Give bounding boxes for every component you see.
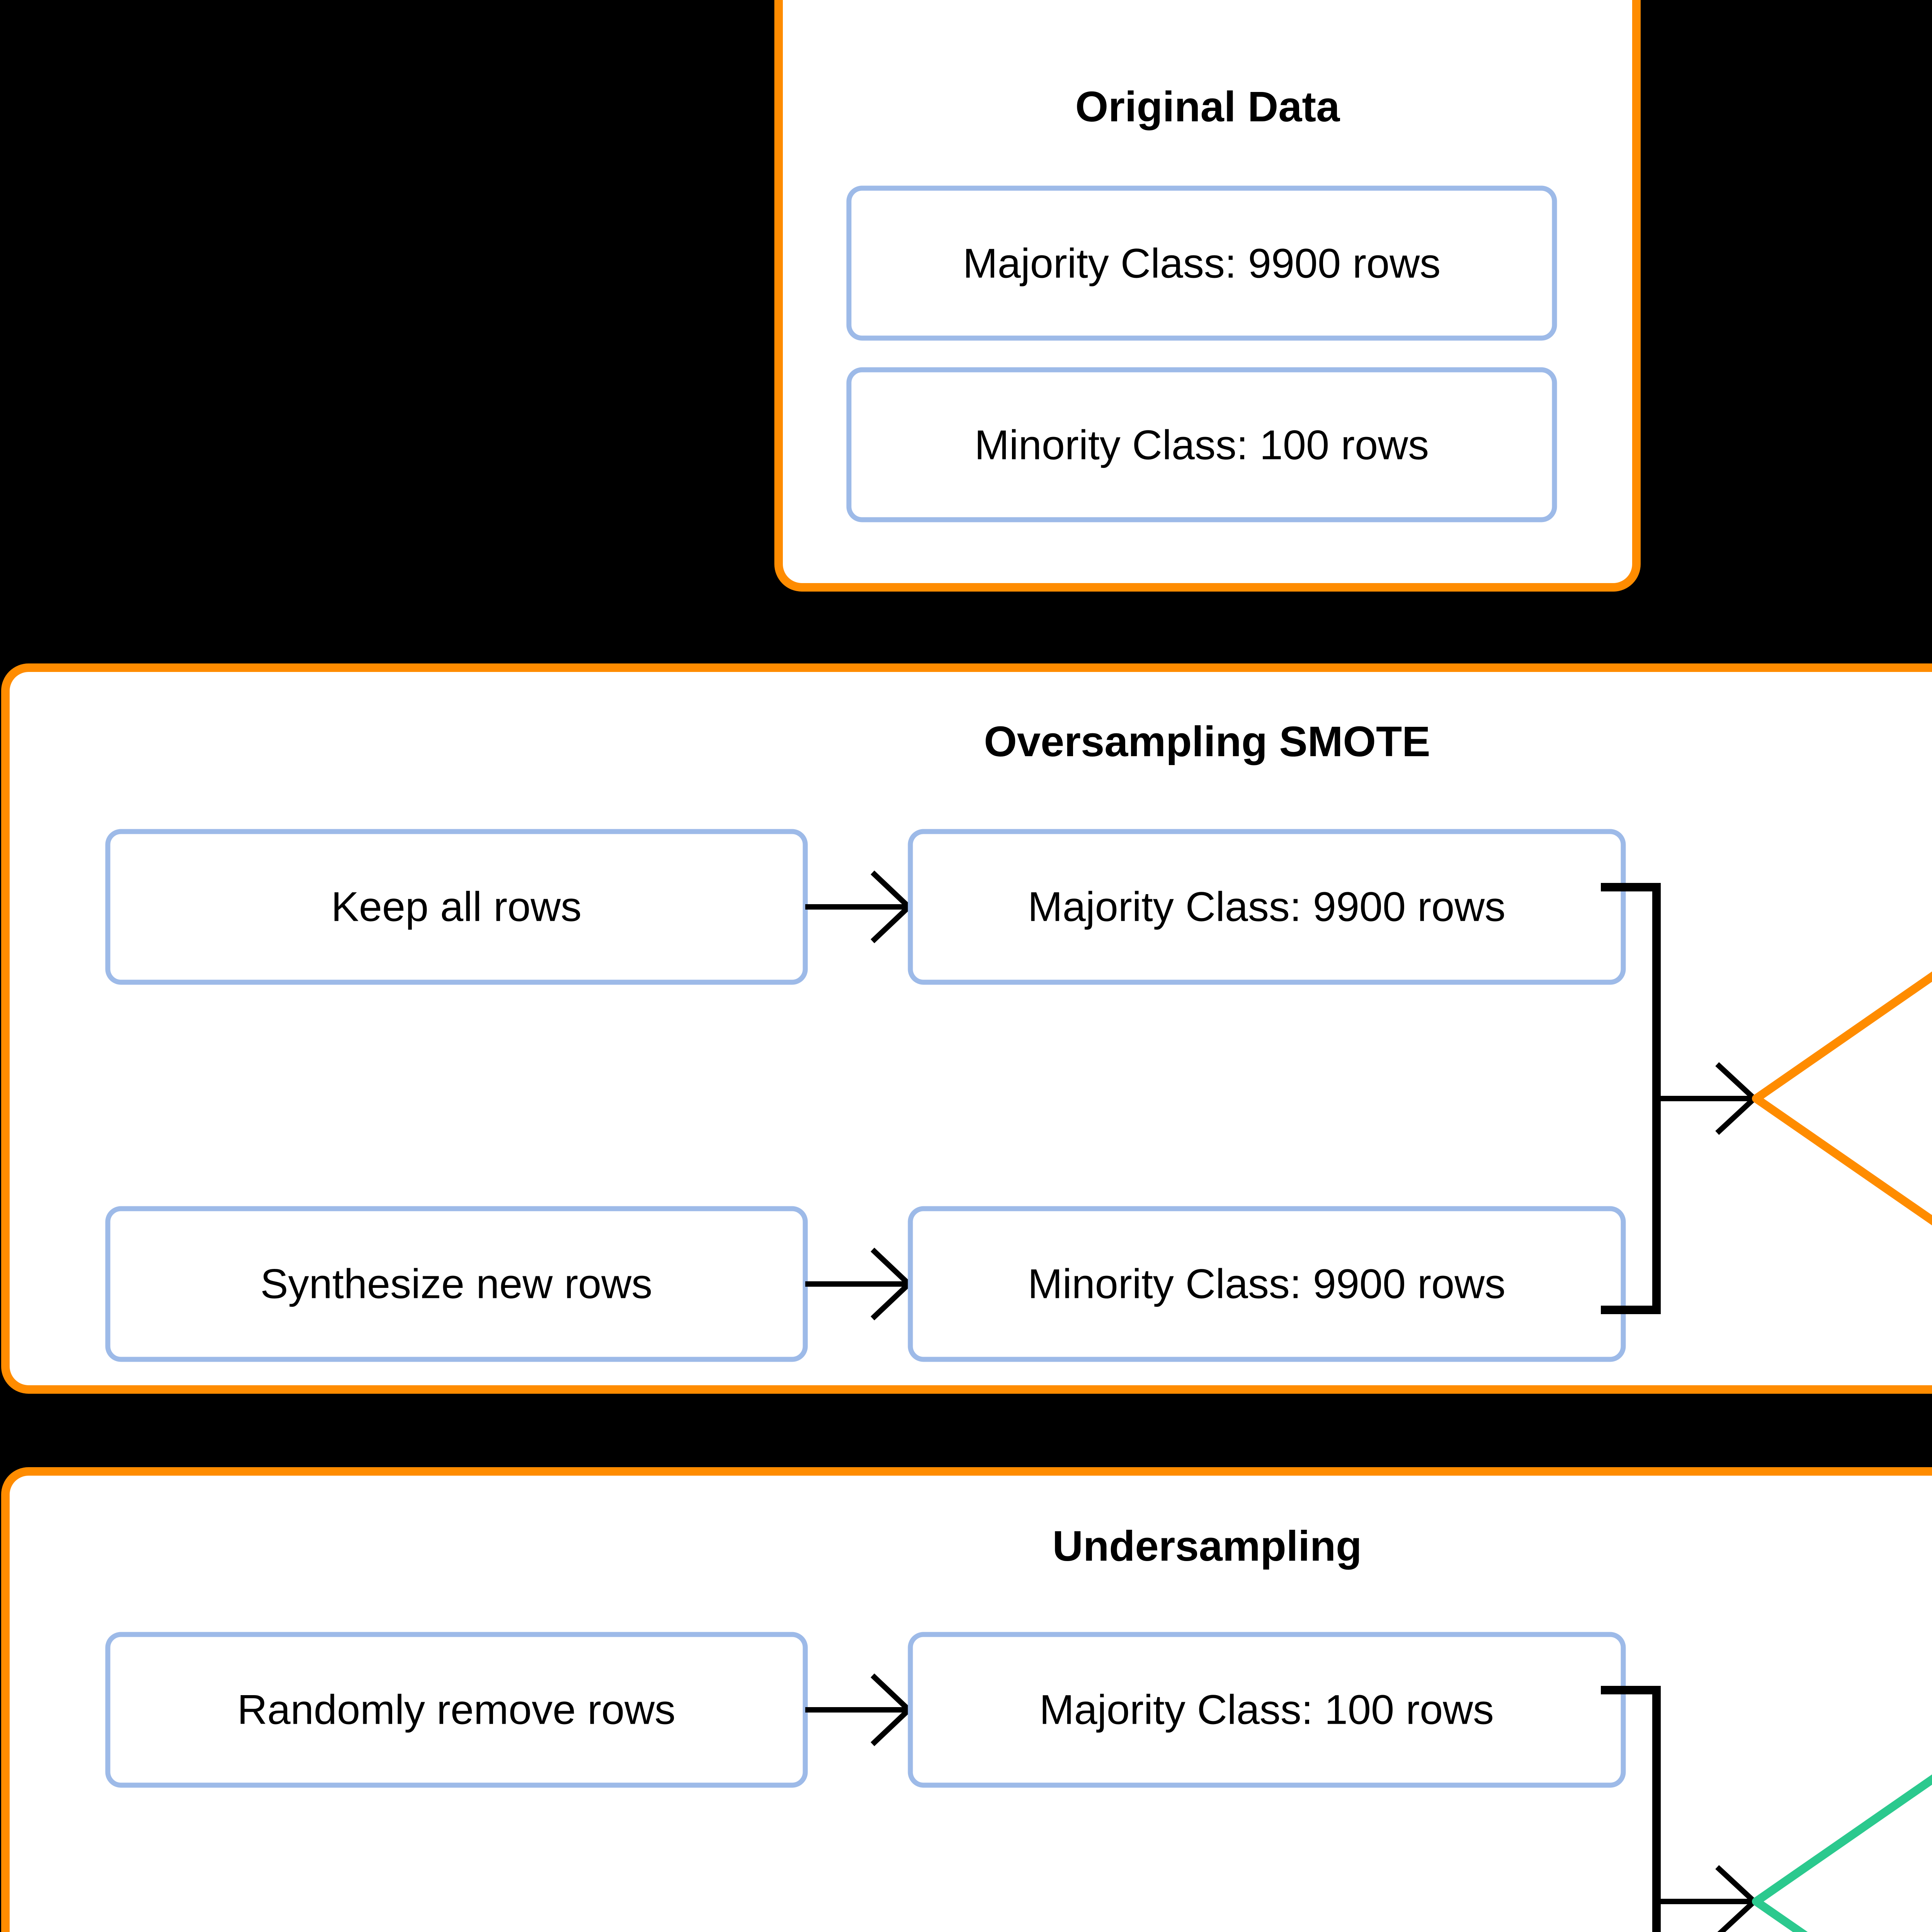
box-undersampling-action-1-label: Randomly remove rows xyxy=(237,1686,675,1733)
box-oversampling-result-2-border[interactable] xyxy=(908,1206,1626,1362)
box-oversampling-action-2-label: Synthesize new rows xyxy=(260,1260,652,1307)
box-oversampling-action-1-label: Keep all rows xyxy=(331,883,582,930)
panel-original-data: Original Data Majority Class: 9900 rows … xyxy=(774,0,1641,592)
box-orig-majority-background xyxy=(849,188,1554,338)
box-oversampling-result-1-border[interactable] xyxy=(908,829,1626,985)
box-oversampling-result-1-background xyxy=(910,832,1623,982)
box-undersampling-result-1-background xyxy=(910,1634,1623,1785)
panel-original-data-border xyxy=(774,0,1641,592)
panel-original-data-title: Original Data xyxy=(1075,83,1340,131)
diamond-oversampling-outcome[interactable] xyxy=(1752,898,1932,1298)
box-orig-minority-background xyxy=(849,370,1554,520)
box-orig-majority-border[interactable] xyxy=(846,185,1557,341)
box-oversampling-result-2-background xyxy=(910,1209,1623,1359)
box-orig-minority-border[interactable] xyxy=(846,367,1557,522)
panel-oversampling-border xyxy=(1,663,1932,1394)
box-oversampling-result-1-label: Majority Class: 9900 rows xyxy=(1028,883,1505,930)
panel-undersampling-title: Undersampling xyxy=(1053,1522,1362,1570)
box-undersampling-result-1-label: Majority Class: 100 rows xyxy=(1039,1686,1494,1733)
panel-oversampling-smote: Oversampling SMOTE Keep all rows Majorit… xyxy=(1,663,1932,1394)
box-oversampling-action-2-background xyxy=(108,1209,805,1359)
panel-undersampling: Undersampling Randomly remove rows Major… xyxy=(1,1467,1932,1932)
box-undersampling-result-1-border[interactable] xyxy=(908,1632,1626,1788)
panel-undersampling-border xyxy=(1,1467,1932,1932)
diamond-undersampling-outcome[interactable] xyxy=(1752,1701,1932,1932)
box-oversampling-action-1-background xyxy=(108,832,805,982)
panel-oversampling-title: Oversampling SMOTE xyxy=(984,718,1430,765)
box-orig-minority-label: Minority Class: 100 rows xyxy=(975,422,1429,468)
box-oversampling-result-2-label: Minority Class: 9900 rows xyxy=(1028,1260,1505,1307)
box-orig-majority-label: Majority Class: 9900 rows xyxy=(963,240,1440,287)
box-undersampling-action-1-background xyxy=(108,1634,805,1785)
